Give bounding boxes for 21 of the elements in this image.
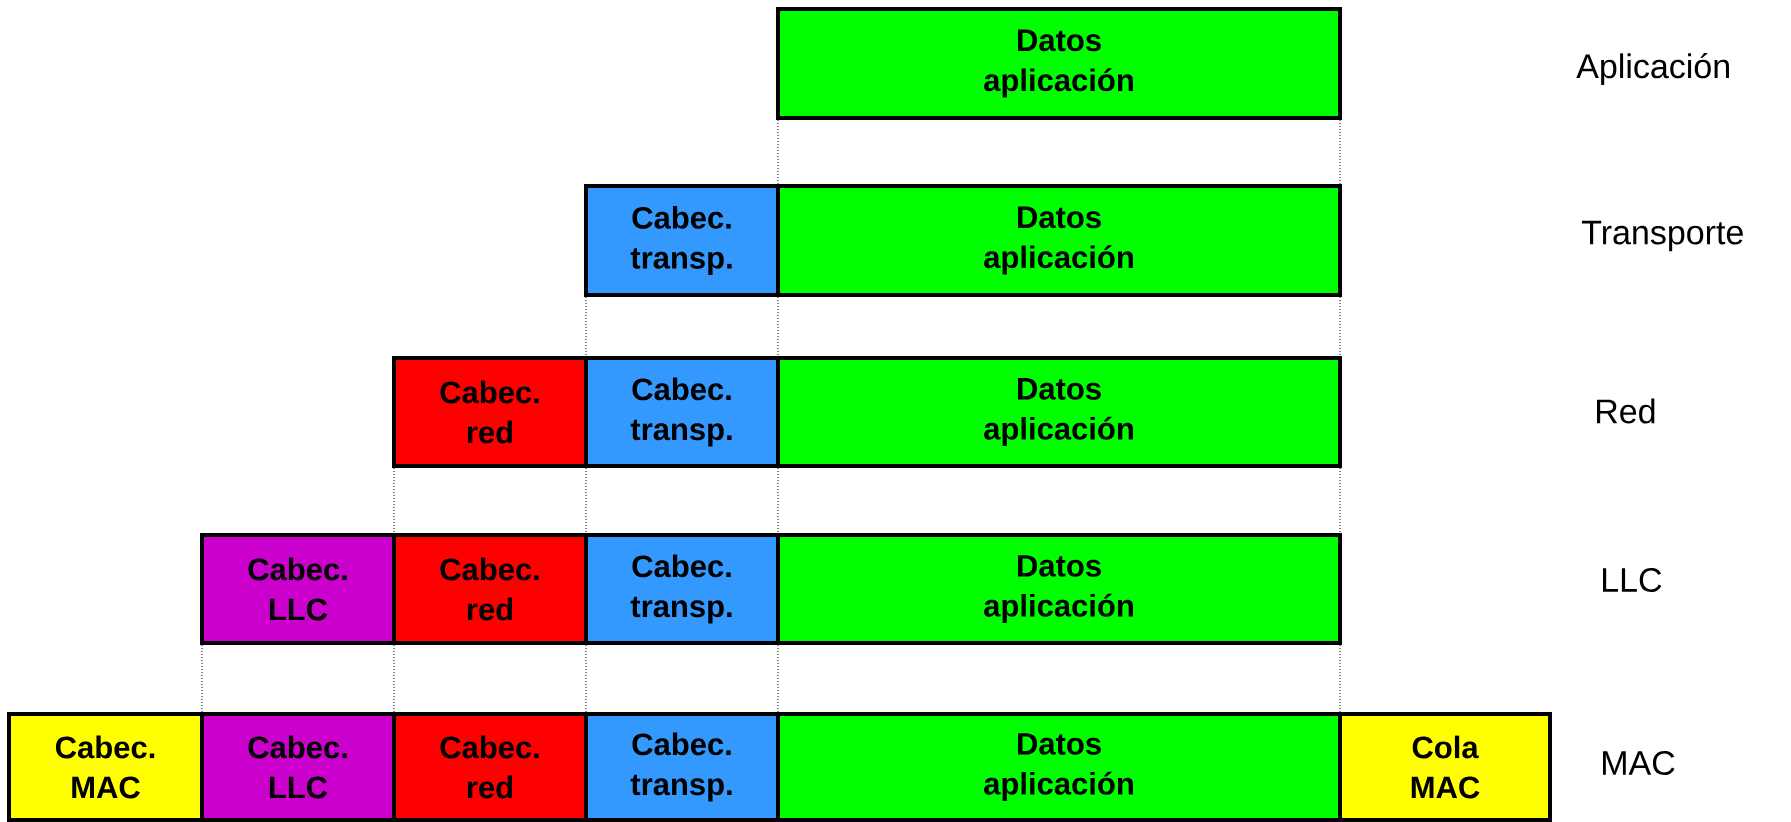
header-field: Cabec. transp. xyxy=(584,533,780,645)
header-field: Datos aplicación xyxy=(776,7,1342,120)
header-field: Cabec. red xyxy=(392,712,588,822)
header-field: Cabec. red xyxy=(392,356,588,468)
header-field: Cabec. transp. xyxy=(584,184,780,297)
header-field: Cabec. transp. xyxy=(584,356,780,468)
header-field: Datos aplicación xyxy=(776,184,1342,297)
header-field: Cabec. red xyxy=(392,533,588,645)
header-field: Datos aplicación xyxy=(776,712,1342,822)
header-field: Cola MAC xyxy=(1338,712,1552,822)
layer-label: MAC xyxy=(1603,750,1675,776)
header-field: Cabec. LLC xyxy=(200,533,396,645)
header-field: Cabec. LLC xyxy=(200,712,396,822)
layer-label: Transporte xyxy=(1582,220,1743,252)
header-field: Datos aplicación xyxy=(776,356,1342,468)
layer-label: LLC xyxy=(1603,567,1662,593)
header-field: Datos aplicación xyxy=(776,533,1342,645)
header-field: Cabec. transp. xyxy=(584,712,780,822)
layer-label: Aplicación xyxy=(1576,52,1729,86)
header-field: Cabec. MAC xyxy=(7,712,204,822)
layer-label: Red xyxy=(1597,398,1655,424)
